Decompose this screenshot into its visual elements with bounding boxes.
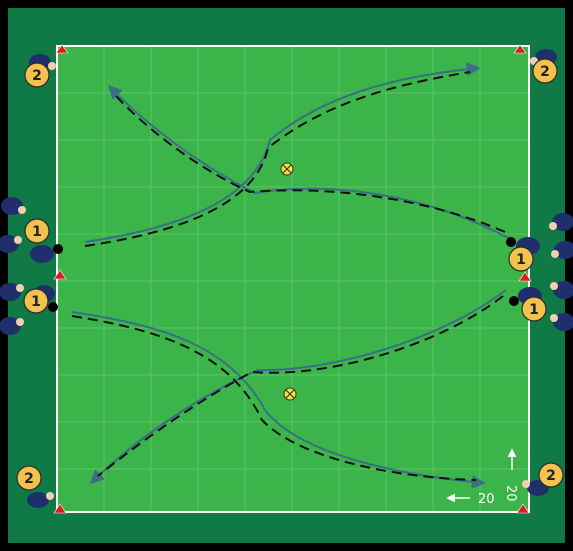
badge-2-bottom-left: 2 [17,466,41,490]
svg-text:2: 2 [546,468,556,484]
badge-2-top-left: 2 [25,63,49,87]
svg-text:2: 2 [32,68,42,84]
soccer-ball-icon [281,163,293,175]
svg-text:1: 1 [516,252,526,268]
badge-1-left-bottom: 1 [24,289,48,313]
length-label: 20 [503,485,518,502]
badge-1-left-top: 1 [25,219,49,243]
badge-2-top-right: 2 [533,59,557,83]
width-label: 20 [478,492,495,507]
svg-text:2: 2 [540,64,550,80]
svg-text:2: 2 [24,471,34,487]
svg-text:1: 1 [31,294,41,310]
svg-text:1: 1 [32,224,42,240]
svg-text:1: 1 [529,302,539,318]
badge-1-right-top: 1 [509,247,533,271]
badge-1-right-bottom: 1 [522,297,546,321]
badge-2-bottom-right: 2 [539,463,563,487]
soccer-ball-icon [284,388,296,400]
